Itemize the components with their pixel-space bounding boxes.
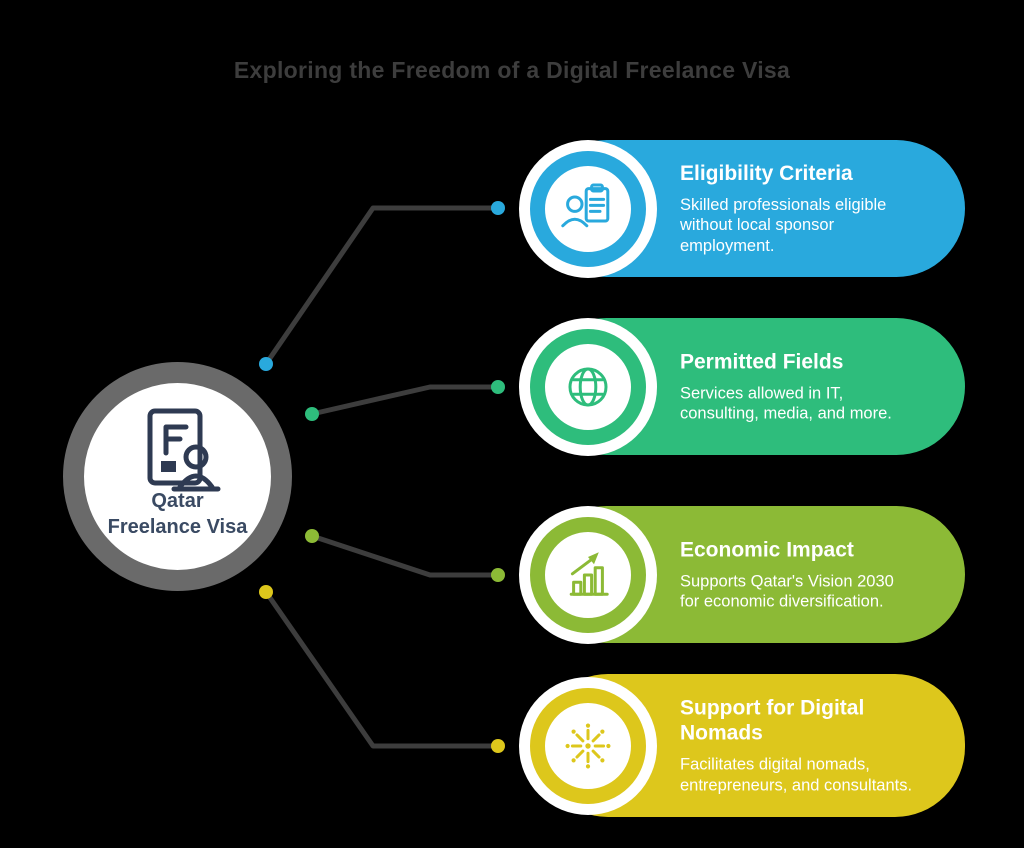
card-text: Permitted Fields Services allowed in IT,… — [680, 349, 915, 424]
card-economic-impact: Economic Impact Supports Qatar's Vision … — [519, 505, 965, 644]
card-text: Eligibility Criteria Skilled professiona… — [680, 160, 915, 256]
card-permitted-fields: Permitted Fields Services allowed in IT,… — [519, 317, 965, 456]
card-icon-ring — [530, 150, 646, 267]
card-icon-ring — [530, 687, 646, 804]
card-icon-disc — [519, 676, 657, 815]
card-icon-disc — [519, 505, 657, 644]
card-digital-nomads: Support for Digital Nomads Facilitates d… — [519, 674, 965, 817]
card-body: Services allowed in IT, consulting, medi… — [680, 383, 892, 423]
globe-icon — [568, 367, 608, 406]
connector-permitted-fields — [305, 380, 505, 421]
card-body: Supports Qatar's Vision 2030 for economi… — [680, 571, 894, 611]
card-heading: Support for Digital Nomads — [680, 696, 865, 745]
center-label-line1: Qatar — [151, 490, 204, 512]
card-heading: Economic Impact — [680, 537, 854, 561]
starburst-icon — [565, 723, 611, 768]
card-heading: Permitted Fields — [680, 349, 844, 373]
card-text: Support for Digital Nomads Facilitates d… — [680, 695, 915, 796]
person-checklist-icon — [561, 183, 610, 227]
card-icon-disc — [519, 139, 657, 278]
center-node: Qatar Freelance Visa — [63, 362, 292, 591]
card-icon-disc — [519, 317, 657, 456]
card-icon-ring — [530, 516, 646, 633]
connector-eligibility — [259, 201, 505, 371]
connector-digital-nomads — [259, 585, 505, 753]
connector-economic-impact — [305, 529, 505, 582]
visa-document-icon — [147, 408, 220, 492]
card-icon-ring — [530, 328, 646, 445]
center-label: Qatar Freelance Visa — [84, 488, 271, 540]
card-eligibility-criteria: Eligibility Criteria Skilled professiona… — [519, 139, 965, 278]
card-text: Economic Impact Supports Qatar's Vision … — [680, 537, 915, 612]
page-title: Exploring the Freedom of a Digital Freel… — [233, 57, 791, 83]
card-body: Facilitates digital nomads, entrepreneur… — [680, 755, 913, 795]
card-heading: Eligibility Criteria — [680, 161, 853, 185]
growth-chart-icon — [569, 551, 609, 596]
card-body: Skilled professionals eligible without l… — [680, 195, 887, 255]
center-label-line2: Freelance Visa — [107, 516, 248, 538]
